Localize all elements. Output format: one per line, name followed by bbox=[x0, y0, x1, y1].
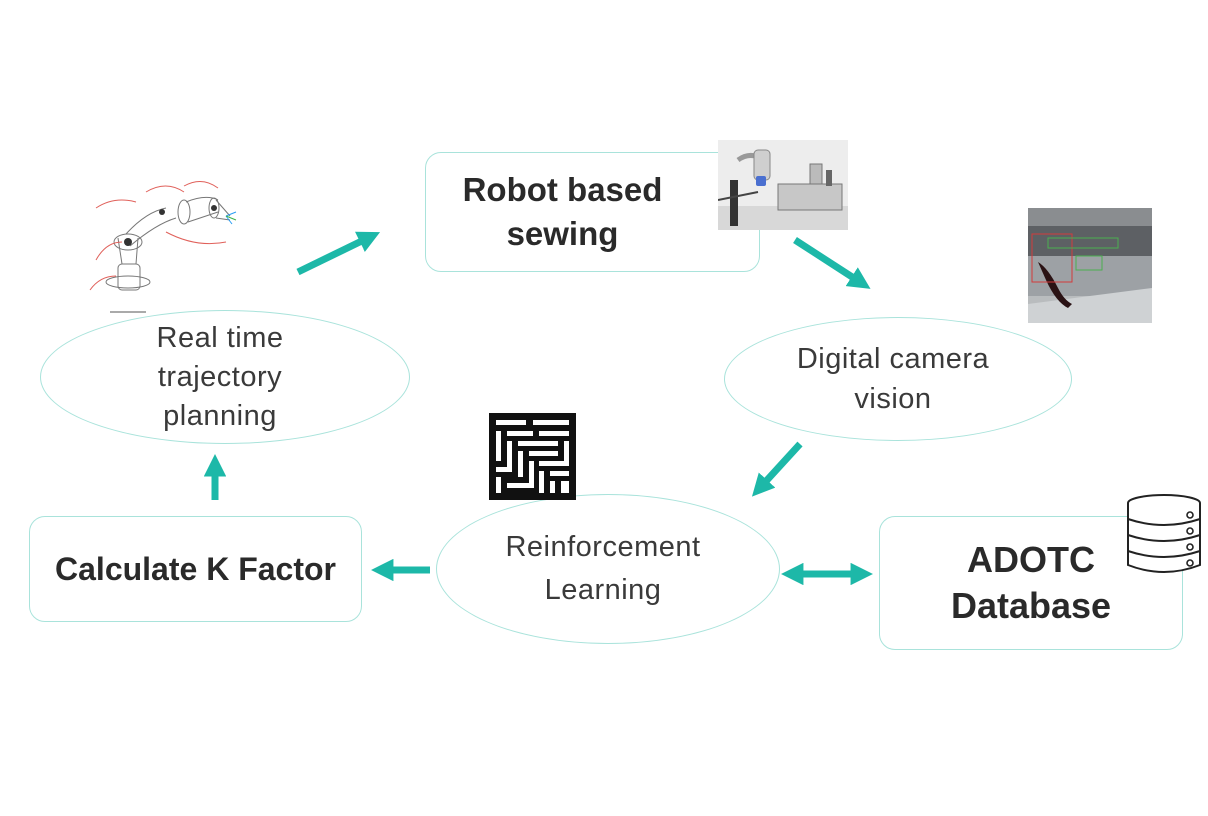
camera-vision-node: Digital camera vision bbox=[724, 317, 1072, 441]
k-factor-node: Calculate K Factor bbox=[29, 516, 362, 622]
camera-vision-photo bbox=[1028, 208, 1152, 323]
reinforcement-learning-label: Reinforcement Learning bbox=[505, 531, 701, 606]
database-icon bbox=[1127, 494, 1201, 573]
reinforcement-learning-node: Reinforcement Learning bbox=[436, 494, 780, 644]
arrow-trajectory-to-sewing bbox=[296, 231, 381, 276]
sewing-photo bbox=[718, 140, 848, 230]
trajectory-planning-label: Real time trajectory planning bbox=[156, 321, 284, 432]
robot-sewing-node: Robot based sewing bbox=[425, 152, 760, 272]
camera-vision-label: Digital camera vision bbox=[796, 343, 990, 415]
trajectory-planning-node: Real time trajectory planning bbox=[40, 310, 410, 444]
adotc-database-label: ADOTC Database bbox=[950, 539, 1112, 626]
k-factor-label: Calculate K Factor bbox=[55, 551, 336, 587]
arrow-camera-to-learning bbox=[751, 441, 803, 497]
robot-sewing-label: Robot based sewing bbox=[462, 171, 663, 252]
robot-arm-icon bbox=[89, 181, 237, 313]
maze-icon bbox=[489, 413, 576, 500]
arrow-sewing-to-camera bbox=[793, 237, 871, 289]
